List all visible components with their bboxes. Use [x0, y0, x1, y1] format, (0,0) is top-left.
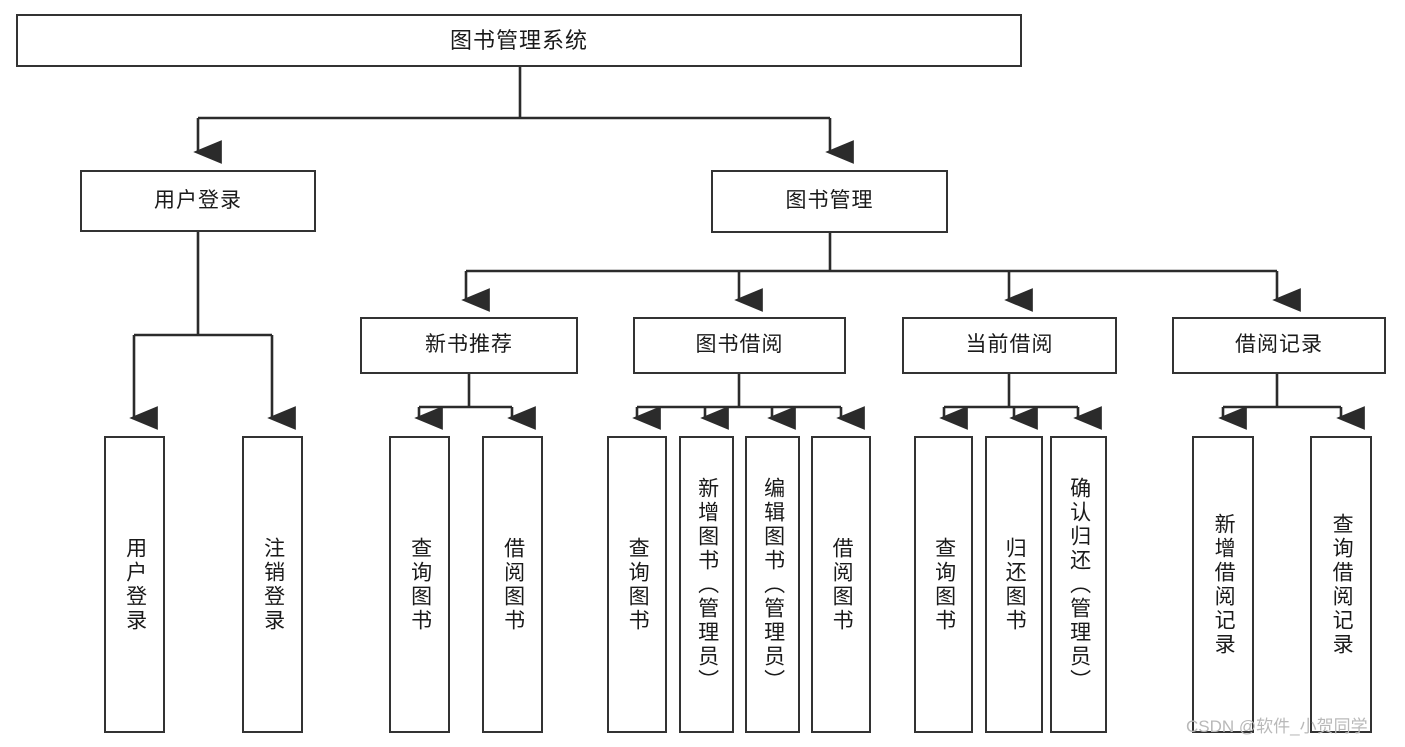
leaf-confirm-return[interactable]: 确认归还（管理员） — [1050, 436, 1107, 733]
node-label: 查询图书 — [626, 536, 650, 633]
leaf-query-book-2[interactable]: 查询图书 — [607, 436, 667, 733]
leaf-borrow-book-2[interactable]: 借阅图书 — [811, 436, 871, 733]
node-label: 注销登录 — [261, 536, 285, 633]
node-borrow-record[interactable]: 借阅记录 — [1172, 317, 1386, 374]
node-label: 图书借阅 — [695, 333, 784, 357]
leaf-add-book[interactable]: 新增图书（管理员） — [679, 436, 734, 733]
node-new-book-recommend[interactable]: 新书推荐 — [360, 317, 578, 374]
leaf-logout-login[interactable]: 注销登录 — [242, 436, 303, 733]
leaf-query-book-3[interactable]: 查询图书 — [914, 436, 973, 733]
node-current-borrow[interactable]: 当前借阅 — [902, 317, 1117, 374]
node-label: 新增借阅记录 — [1212, 512, 1236, 657]
node-user-login[interactable]: 用户登录 — [80, 170, 316, 232]
leaf-add-record[interactable]: 新增借阅记录 — [1192, 436, 1254, 733]
node-label: 图书管理系统 — [449, 27, 588, 53]
leaf-query-record[interactable]: 查询借阅记录 — [1310, 436, 1372, 733]
node-label: 新增图书（管理员） — [695, 476, 719, 693]
node-label: 借阅图书 — [501, 536, 525, 633]
leaf-edit-book[interactable]: 编辑图书（管理员） — [745, 436, 800, 733]
node-book-borrow[interactable]: 图书借阅 — [633, 317, 846, 374]
node-label: 新书推荐 — [425, 333, 513, 357]
node-label: 借阅图书 — [830, 536, 854, 633]
node-label: 借阅记录 — [1235, 333, 1323, 357]
node-label: 编辑图书（管理员） — [761, 476, 785, 693]
node-label: 查询图书 — [932, 536, 956, 633]
node-label: 确认归还（管理员） — [1067, 476, 1091, 693]
leaf-borrow-book-1[interactable]: 借阅图书 — [482, 436, 543, 733]
leaf-query-book-1[interactable]: 查询图书 — [389, 436, 450, 733]
leaf-user-login[interactable]: 用户登录 — [104, 436, 165, 733]
node-label: 当前借阅 — [965, 333, 1054, 357]
leaf-return-book[interactable]: 归还图书 — [985, 436, 1043, 733]
node-root-system[interactable]: 图书管理系统 — [16, 14, 1022, 67]
node-label: 查询图书 — [408, 536, 432, 633]
csdn-watermark: CSDN @软件_小贺同学 — [1186, 717, 1368, 736]
node-label: 用户登录 — [154, 188, 242, 212]
node-label: 用户登录 — [123, 536, 147, 633]
node-label: 图书管理 — [785, 189, 874, 213]
node-label: 查询借阅记录 — [1330, 512, 1354, 657]
node-book-management[interactable]: 图书管理 — [711, 170, 948, 233]
node-label: 归还图书 — [1003, 536, 1027, 633]
